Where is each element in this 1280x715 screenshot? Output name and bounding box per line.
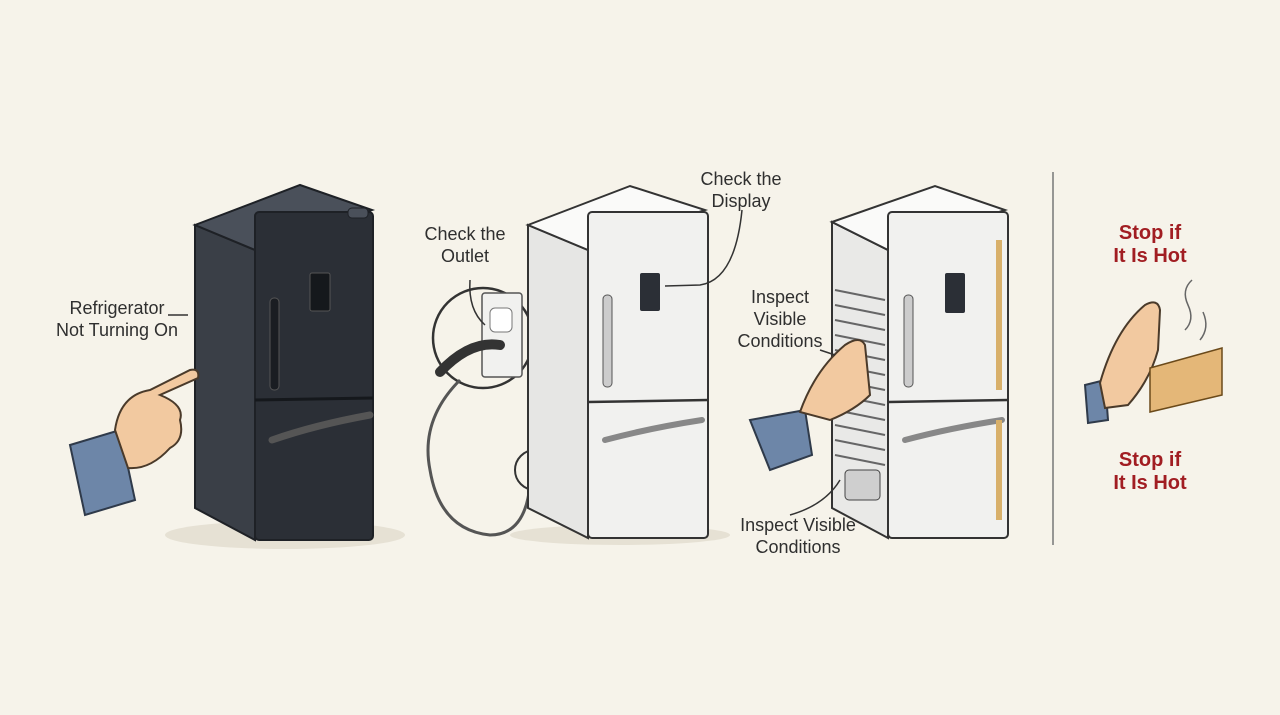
warning-line: It Is Hot — [1113, 245, 1187, 267]
warning-line: Stop if — [1118, 222, 1182, 244]
label-line: Outlet — [440, 246, 490, 266]
label-line: Inspect — [750, 287, 810, 307]
label-inspect-upper: Inspect Visible Conditions — [725, 286, 835, 352]
label-arrows — [168, 279, 841, 516]
label-line: Check the — [424, 224, 506, 244]
label-line: Display — [711, 191, 771, 211]
pointing-hand — [68, 368, 200, 517]
label-line: Inspect Visible — [740, 515, 856, 535]
label-line: Refrigerator — [69, 298, 165, 318]
warning-stop-bottom: Stop if It Is Hot — [1095, 449, 1205, 495]
warning-line: It Is Hot — [1113, 472, 1187, 494]
warning-line: Stop if — [1118, 449, 1182, 471]
label-line: Conditions — [755, 537, 841, 557]
label-inspect-lower: Inspect Visible Conditions — [718, 514, 878, 558]
label-line: Conditions — [737, 331, 823, 351]
label-line: Not Turning On — [55, 320, 179, 340]
dark-refrigerator — [165, 183, 405, 549]
label-not-turning-on: Refrigerator Not Turning On — [42, 297, 192, 341]
outlet-magnifier — [426, 286, 556, 537]
warning-stop-top: Stop if It Is Hot — [1095, 222, 1205, 268]
light-refrigerator-1 — [510, 184, 743, 545]
label-check-display: Check the Display — [686, 168, 796, 212]
label-line: Visible — [753, 309, 807, 329]
label-check-outlet: Check the Outlet — [410, 223, 520, 267]
inspecting-hand — [748, 339, 872, 472]
hot-surface-warning — [1083, 279, 1223, 425]
label-line: Check the — [700, 169, 782, 189]
